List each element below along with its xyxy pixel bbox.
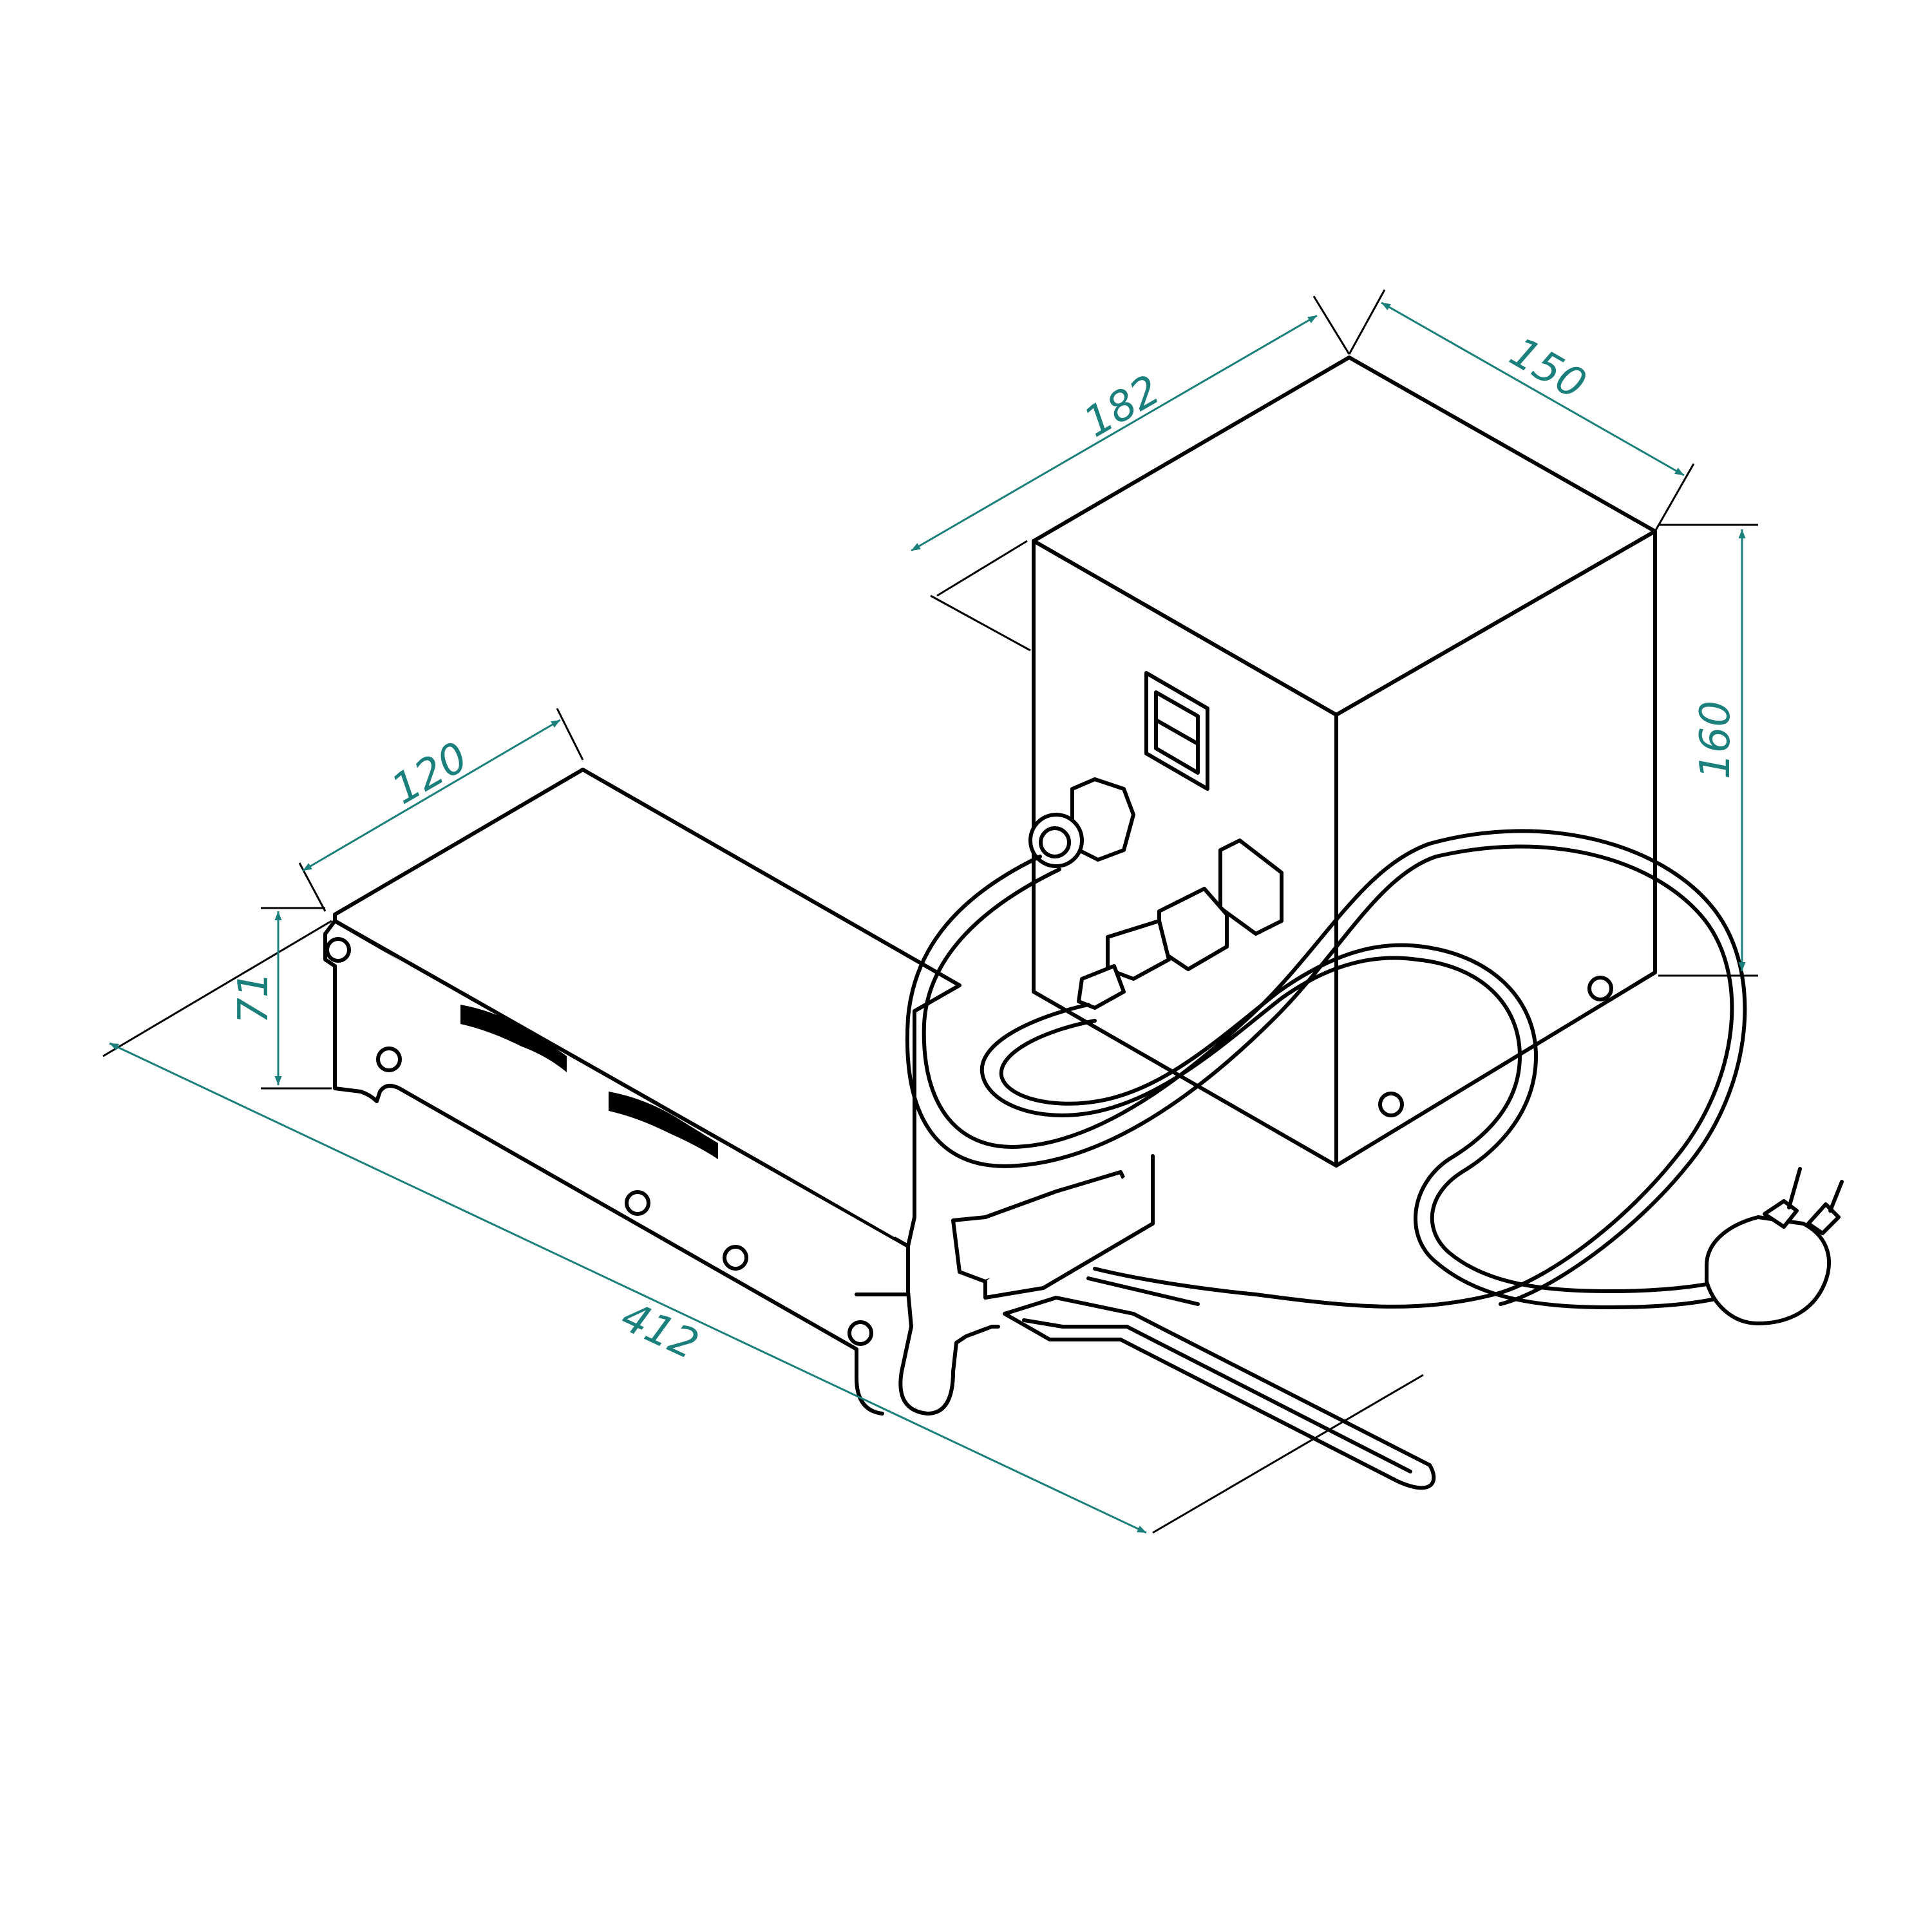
dimension-160: 160 <box>1658 524 1758 977</box>
base-hole <box>325 937 351 963</box>
dimension-71: 71 <box>230 907 332 1090</box>
box-hole <box>1587 976 1613 1001</box>
base-hole <box>625 1190 650 1216</box>
base-hole <box>723 1245 748 1271</box>
dimension-label-182: 182 <box>1076 366 1168 447</box>
base-hole <box>848 1320 873 1346</box>
dimension-label-71: 71 <box>230 972 278 1024</box>
heater-strip-1 <box>460 1005 567 1072</box>
mains-plug-icon <box>1705 1167 1844 1325</box>
dimension-label-412: 412 <box>614 1293 705 1369</box>
control-box <box>1028 355 1657 1168</box>
dimension-label-160: 160 <box>1692 701 1739 779</box>
box-hole <box>1378 1092 1404 1117</box>
probe-body <box>1003 1296 1436 1490</box>
temperature-probe <box>1003 1276 1436 1490</box>
dimension-label-120: 120 <box>384 734 476 814</box>
cable-gland-icon <box>1028 777 1135 868</box>
base-hole <box>376 1046 402 1072</box>
rocker-switch-icon[interactable] <box>1144 671 1209 791</box>
base-top-face <box>333 768 961 1248</box>
connector-plug-icon <box>1077 838 1283 1010</box>
